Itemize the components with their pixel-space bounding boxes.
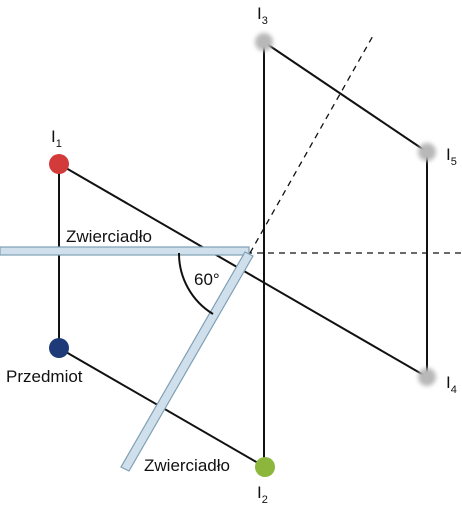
i3-to-i5-line — [263, 41, 428, 153]
i1-label-sub: 1 — [56, 138, 62, 150]
i2-label-sub: 2 — [262, 494, 268, 506]
image-2-dot — [255, 457, 275, 477]
image-5-dot — [418, 143, 436, 161]
i1-label: I1 — [51, 127, 62, 150]
angle-label: 60° — [194, 270, 220, 289]
angled-mirror-body — [121, 252, 253, 471]
angled-mirror — [120, 251, 254, 472]
object-dot — [49, 338, 69, 358]
angled-mirror-edge — [120, 251, 254, 472]
horizontal-mirror-edge — [0, 246, 250, 256]
i4-label: I4 — [446, 373, 457, 396]
image-1-dot — [49, 154, 69, 174]
image-4-dot — [418, 368, 436, 386]
i4-label-sub: 4 — [451, 384, 457, 396]
i5-label: I5 — [446, 145, 457, 168]
mirror-top-label: Zwierciadło — [66, 227, 152, 246]
mirror-bottom-label: Zwierciadło — [144, 456, 230, 475]
i3-label: I3 — [257, 4, 268, 27]
i3-label-sub: 3 — [262, 15, 268, 27]
horizontal-mirror — [0, 246, 250, 256]
i3-label-base: I — [257, 4, 262, 23]
i5-label-sub: 5 — [451, 156, 457, 168]
image-3-dot — [255, 33, 273, 51]
i1-label-base: I — [51, 127, 56, 146]
angle-arc — [177, 252, 214, 315]
object-label: Przedmiot — [6, 367, 83, 386]
i2-label: I2 — [257, 483, 268, 506]
horizontal-mirror-body — [0, 247, 249, 255]
angled-mirror-extension-dashed-line — [249, 33, 375, 254]
i2-label-base: I — [257, 483, 262, 502]
i5-label-base: I — [446, 145, 451, 164]
i4-label-base: I — [446, 373, 451, 392]
